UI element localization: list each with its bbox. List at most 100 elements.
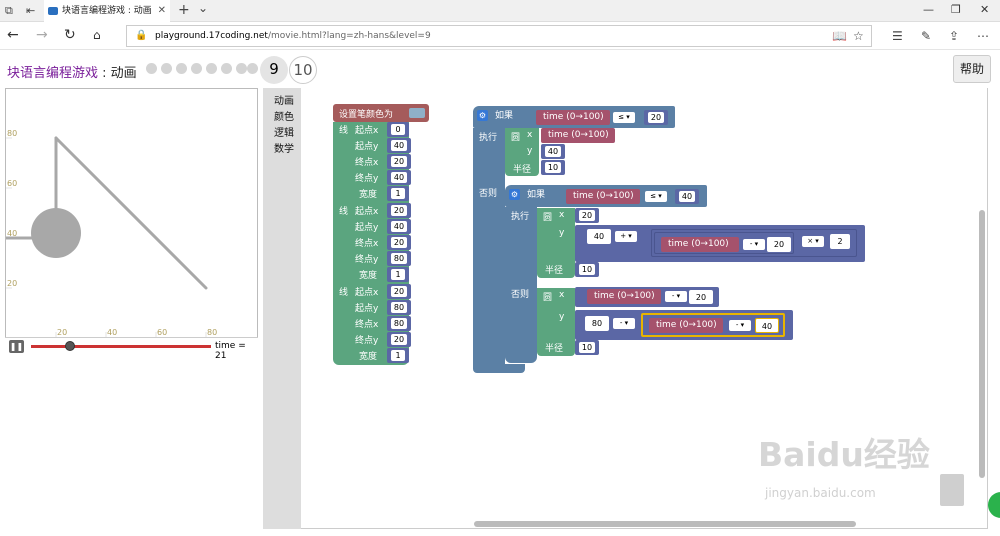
gear-icon[interactable]: ⚙ (509, 189, 520, 200)
time-variable-block[interactable]: time (0→100) (536, 110, 610, 125)
number-block[interactable]: 10 (575, 340, 599, 355)
circle-block[interactable]: 圆 x y 半径 (537, 288, 575, 356)
width-value[interactable]: 1 (391, 269, 405, 280)
if-block-spine[interactable]: 执行 否则 (473, 128, 505, 373)
number-block[interactable]: 1 (387, 267, 409, 282)
circle3-x-sub-value[interactable]: 20 (693, 292, 709, 303)
end-y-value[interactable]: 40 (391, 172, 407, 183)
level-dot[interactable] (161, 63, 172, 74)
back-icon[interactable]: ← (7, 27, 19, 43)
color-swatch[interactable] (409, 108, 425, 118)
toolbox-category-math[interactable]: 数学 (274, 144, 294, 155)
toolbox-category-logic[interactable]: 逻辑 (274, 128, 294, 139)
number-block[interactable]: 20 (689, 290, 713, 304)
circle-block[interactable]: 圆 x y 半径 (505, 128, 539, 176)
minimize-icon[interactable]: — (923, 3, 934, 16)
circle-block[interactable]: 圆 x y 半径 (537, 208, 575, 278)
number-block[interactable]: 40 (587, 229, 611, 244)
level-current-button[interactable]: 9 (260, 56, 288, 84)
pause-icon[interactable]: ❚❚ (9, 340, 24, 353)
tab-close-icon[interactable]: ✕ (157, 5, 166, 16)
time-variable-block[interactable]: time (0→100) (587, 289, 661, 304)
time-variable-block[interactable]: time (0→100) (649, 318, 723, 333)
math-block[interactable]: time (0→100) - ▾ 20 × ▾ 2 (651, 229, 857, 257)
number-block[interactable]: 10 (541, 160, 565, 175)
trash-icon[interactable] (940, 474, 964, 506)
width-value[interactable]: 1 (391, 350, 405, 361)
math-block[interactable]: 40 + ▾ time (0→100) - ▾ 20 × ▾ 2 (575, 225, 865, 262)
circle3-radius-value[interactable]: 10 (579, 342, 595, 353)
new-tab-icon[interactable]: + (178, 2, 190, 18)
window-close-icon[interactable]: ✕ (980, 3, 990, 16)
level-dot[interactable] (206, 63, 217, 74)
refresh-icon[interactable]: ↻ (64, 27, 76, 43)
comparison-operator-select[interactable]: ≤ ▾ (645, 191, 667, 202)
selected-math-block[interactable]: time (0→100) - ▾ 40 (641, 313, 785, 337)
number-block[interactable]: 40 (541, 144, 565, 159)
workspace-vertical-scrollbar[interactable] (979, 210, 985, 478)
more-menu-icon[interactable]: ⋯ (977, 29, 989, 43)
number-block[interactable]: 80 (387, 251, 411, 266)
number-block[interactable]: 40 (675, 189, 699, 204)
set-aside-tabs-icon[interactable]: ⇤ (26, 4, 36, 17)
tab-menu-icon[interactable]: ⌄ (198, 1, 209, 15)
number-block[interactable]: 40 (755, 318, 779, 333)
floating-badge-icon[interactable] (988, 492, 1000, 518)
circle2-radius-value[interactable]: 10 (579, 264, 595, 275)
toolbox-category-animation[interactable]: 动画 (274, 96, 294, 107)
slider-handle[interactable] (65, 341, 75, 351)
number-block[interactable]: 20 (387, 284, 411, 299)
start-x-value[interactable]: 20 (391, 286, 407, 297)
level-dot[interactable] (146, 63, 157, 74)
number-block[interactable]: 20 (767, 237, 791, 252)
number-block[interactable]: 20 (575, 208, 599, 223)
number-block[interactable]: 20 (644, 110, 668, 125)
level-dot[interactable] (221, 63, 232, 74)
arithmetic-operator-select[interactable]: - ▾ (613, 318, 635, 329)
comparison-operator-select[interactable]: ≤ ▾ (613, 112, 635, 123)
level-dot[interactable] (191, 63, 202, 74)
circle2-y-base-value[interactable]: 40 (591, 231, 607, 242)
start-x-value[interactable]: 0 (391, 124, 405, 135)
circle3-y-base-value[interactable]: 80 (589, 318, 605, 329)
help-button[interactable]: 帮助 (953, 55, 991, 83)
nested-if-block-spine[interactable]: 执行 否则 (505, 207, 537, 363)
number-block[interactable]: 20 (387, 203, 411, 218)
number-block[interactable]: 0 (387, 122, 409, 137)
number-block[interactable]: 20 (387, 332, 411, 347)
math-block[interactable]: time (0→100) - ▾ 20 (654, 232, 794, 254)
time-variable-block[interactable]: time (0→100) (661, 237, 739, 252)
number-block[interactable]: 20 (387, 154, 411, 169)
number-block[interactable]: 20 (387, 235, 411, 250)
toolbox-category-color[interactable]: 颜色 (274, 112, 294, 123)
circle1-y-value[interactable]: 40 (545, 146, 561, 157)
arithmetic-operator-select[interactable]: - ▾ (729, 320, 751, 331)
end-x-value[interactable]: 20 (391, 156, 407, 167)
number-block[interactable]: 1 (387, 186, 409, 201)
forward-icon[interactable]: → (36, 27, 48, 43)
level-dot[interactable] (176, 63, 187, 74)
reading-view-icon[interactable]: 📖 (832, 29, 847, 43)
number-block[interactable]: 1 (387, 348, 409, 363)
share-icon[interactable]: ⇪ (949, 29, 960, 43)
start-y-value[interactable]: 80 (391, 302, 407, 313)
number-block[interactable]: 80 (387, 316, 411, 331)
start-y-value[interactable]: 40 (391, 221, 407, 232)
url-field[interactable]: 🔒 playground.17coding.net/movie.html?lan… (126, 25, 872, 47)
tab-actions-icon[interactable]: ⧉ (5, 4, 13, 17)
arithmetic-operator-select[interactable]: - ▾ (743, 239, 765, 250)
browser-tab[interactable]: 块语言编程游戏 : 动画 ✕ (44, 0, 170, 22)
workspace-horizontal-scrollbar[interactable] (474, 521, 856, 527)
arithmetic-operator-select[interactable]: - ▾ (665, 291, 687, 302)
gear-icon[interactable]: ⚙ (477, 110, 488, 121)
number-block[interactable]: 80 (585, 316, 609, 331)
favorite-star-icon[interactable]: ☆ (853, 29, 864, 43)
set-pen-color-block[interactable]: 设置笔颜色为 (333, 104, 429, 122)
home-icon[interactable]: ⌂ (93, 28, 101, 42)
circle1-radius-value[interactable]: 10 (545, 162, 561, 173)
notes-pen-icon[interactable]: ✎ (921, 29, 932, 43)
math-block[interactable]: 80 - ▾ time (0→100) - ▾ 40 (575, 310, 793, 340)
math-block[interactable]: time (0→100) - ▾ 20 (575, 287, 719, 307)
end-x-value[interactable]: 20 (391, 237, 407, 248)
if2-value[interactable]: 40 (679, 191, 695, 202)
